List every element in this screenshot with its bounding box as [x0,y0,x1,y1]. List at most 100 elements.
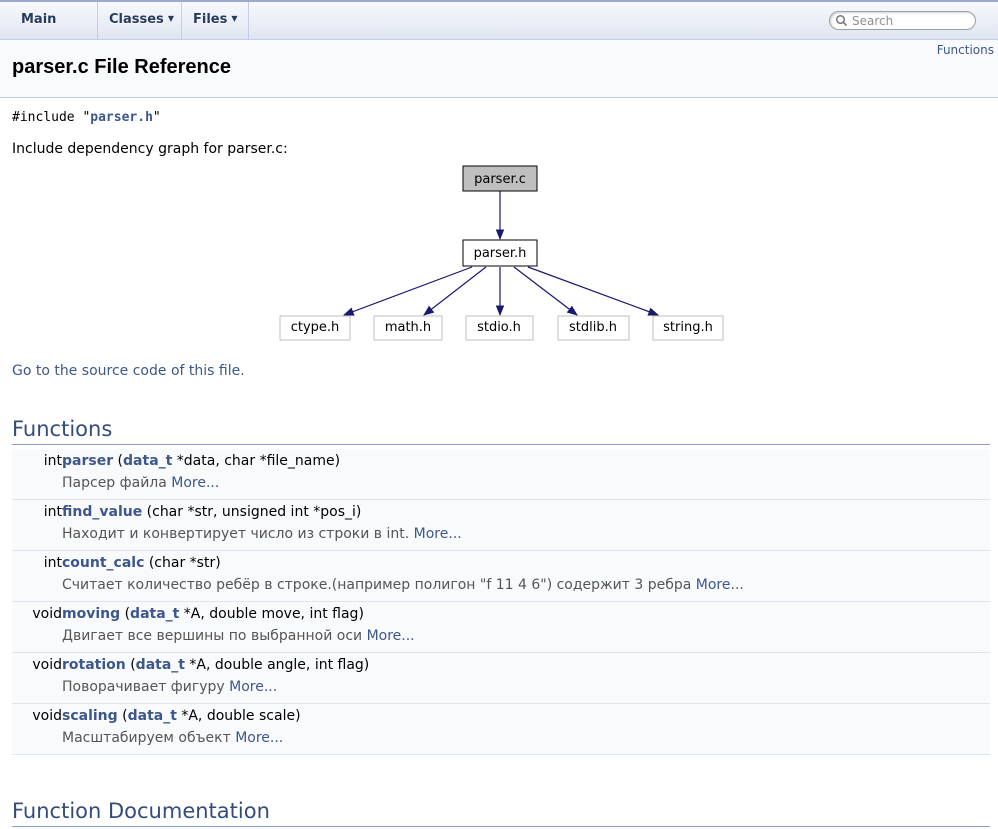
edge-to-ctype [342,266,473,316]
node-ctype-h: ctype.h [279,315,351,341]
function-description: Поворачивает фигуру More... [62,679,277,695]
return-type: void [32,606,62,622]
function-documentation-heading: Function Documentation [12,799,270,823]
function-link-rotation[interactable]: rotation [62,657,126,673]
source-code-link[interactable]: Go to the source code of this file. [12,363,245,379]
more-link[interactable]: More... [171,475,220,491]
node-math-h-label: math.h [385,320,431,335]
return-type: int [43,555,62,571]
table-row: void moving (data_t *A, double move, int… [12,602,990,653]
more-link[interactable]: More... [235,730,284,746]
signature: parser (data_t *data, char *file_name) [62,453,340,469]
function-documentation-divider [12,826,990,827]
signature-open: (char *str) [144,555,221,571]
top-navbar: Main Page Classes▼ Files▼ [0,0,998,63]
nav-files[interactable]: Files▼ [182,2,249,40]
signature: count_calc (char *str) [62,555,221,571]
node-parser-h[interactable]: parser.h [462,239,538,267]
signature-args: *A, double move, int flag) [179,606,364,622]
description-text: Масштабируем объект [62,730,236,746]
signature: scaling (data_t *A, double scale) [62,708,301,724]
function-description: Двигает все вершины по выбранной оси Mor… [62,628,415,644]
include-line: #include "parser.h" [12,110,161,125]
dependency-graph-label: Include dependency graph for parser.c: [12,141,288,157]
table-row: int count_calc (char *str) Считает колич… [12,551,990,602]
function-description: Считает количество ребёр в строке.(напри… [62,577,744,593]
include-file-link[interactable]: parser.h [90,110,153,125]
return-type: int [43,453,62,469]
function-description: Парсер файла More... [62,475,219,491]
table-row: void scaling (data_t *A, double scale) М… [12,704,990,755]
description-text: Парсер файла [62,475,172,491]
signature: moving (data_t *A, double move, int flag… [62,606,364,622]
return-type: void [32,657,62,673]
signature: rotation (data_t *A, double angle, int f… [62,657,369,673]
nav-classes-label: Classes [109,12,164,27]
node-ctype-h-label: ctype.h [291,320,340,335]
return-type: int [43,504,62,520]
page-title: parser.c File Reference [12,56,232,78]
node-stdio-h-label: stdio.h [477,320,521,335]
node-parser-c-label: parser.c [474,172,526,187]
dependency-graph: parser.c parser.h ctype.h math.h stdio.h… [279,165,724,341]
description-text: Поворачивает фигуру [62,679,230,695]
nav-files-label: Files [193,12,228,27]
return-type: void [32,708,62,724]
node-parser-h-label: parser.h [474,246,527,261]
type-link-data-t[interactable]: data_t [135,657,185,673]
more-link[interactable]: More... [229,679,278,695]
page-header: Functions parser.c File Reference [0,40,998,98]
signature-open: ( [117,708,128,724]
edge-to-stdlib [513,266,578,316]
type-link-data-t[interactable]: data_t [127,708,177,724]
description-text: Двигает все вершины по выбранной оси [62,628,367,644]
description-text: Считает количество ребёр в строке.(напри… [62,577,696,593]
node-string-h-label: string.h [663,320,713,335]
search-icon [835,14,848,27]
more-link[interactable]: More... [695,577,744,593]
signature-open: ( [113,453,124,469]
nav-main-page[interactable]: Main Page [10,2,98,63]
summary-link-functions[interactable]: Functions [936,43,994,57]
type-link-data-t[interactable]: data_t [130,606,180,622]
node-math-h: math.h [373,315,443,341]
function-link-scaling[interactable]: scaling [62,708,118,724]
edge-to-math [423,266,487,316]
node-stdio-h: stdio.h [465,315,534,341]
search-box[interactable] [829,11,976,30]
signature-args: *A, double scale) [176,708,301,724]
node-parser-c: parser.c [462,165,538,192]
function-link-find-value[interactable]: find_value [62,504,143,520]
more-link[interactable]: More... [413,526,462,542]
signature: find_value (char *str, unsigned int *pos… [62,504,361,520]
type-link-data-t[interactable]: data_t [123,453,173,469]
signature-args: *data, char *file_name) [172,453,341,469]
table-row: int parser (data_t *data, char *file_nam… [12,449,990,500]
functions-heading-divider [12,444,990,445]
more-link[interactable]: More... [366,628,415,644]
chevron-down-icon: ▼ [231,14,238,23]
functions-table: int parser (data_t *data, char *file_nam… [12,449,990,755]
signature-args: *A, double angle, int flag) [184,657,370,673]
node-string-h: string.h [652,315,724,341]
include-prefix: #include " [12,110,91,125]
include-suffix: " [152,110,161,125]
function-link-parser[interactable]: parser [62,453,114,469]
table-row: void rotation (data_t *A, double angle, … [12,653,990,704]
table-row: int find_value (char *str, unsigned int … [12,500,990,551]
nav-classes[interactable]: Classes▼ [98,2,182,40]
description-text: Находит и конвертирует число из строки в… [62,526,414,542]
functions-heading: Functions [12,417,113,441]
edge-to-string [527,266,660,316]
function-description: Находит и конвертирует число из строки в… [62,526,462,542]
signature-open: ( [120,606,131,622]
function-link-moving[interactable]: moving [62,606,121,622]
search-input[interactable] [852,13,970,28]
function-link-count-calc[interactable]: count_calc [62,555,145,571]
signature-open: (char *str, unsigned int *pos_i) [142,504,362,520]
signature-open: ( [125,657,136,673]
node-stdlib-h: stdlib.h [557,315,630,341]
function-description: Масштабируем объект More... [62,730,283,746]
node-stdlib-h-label: stdlib.h [569,320,617,335]
chevron-down-icon: ▼ [167,14,174,23]
